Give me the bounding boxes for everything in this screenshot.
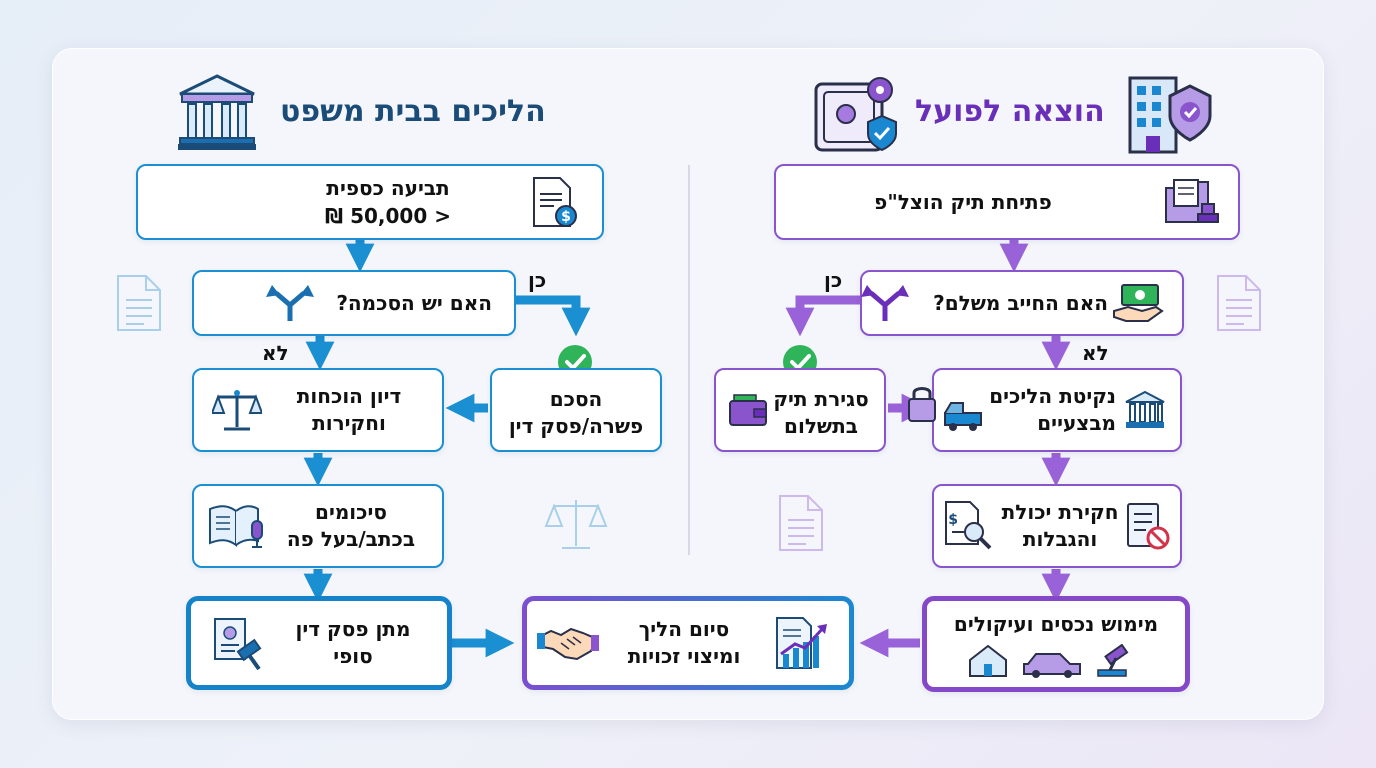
- wallet-icon: [728, 393, 768, 427]
- node-close-file-text: סגירת תיק בתשלום: [768, 380, 874, 440]
- node-summations[interactable]: סיכומים בכתב/בעל פה: [192, 484, 444, 568]
- lock-tow-truck-icon: [905, 387, 985, 433]
- no-label: לא: [1082, 341, 1109, 365]
- node-money-claim-line2: < 50,000 ₪: [325, 204, 451, 228]
- safe-icon: [814, 77, 897, 152]
- no-label: לא: [262, 341, 289, 365]
- node-close-file-line1: סגירת תיק: [773, 387, 869, 411]
- node-end-process-text: סיום הליך ומיצוי זכויות: [603, 616, 765, 670]
- node-paid-question[interactable]: האם החייב משלם?: [860, 270, 1184, 336]
- node-means-inquiry-text: חקירת יכולת והגבלות: [998, 499, 1122, 553]
- node-agreement-question[interactable]: האם יש הסכמה?: [192, 270, 516, 336]
- node-open-file-text: פתיחת תיק הוצל"פ: [874, 189, 1052, 214]
- house-car-gavel-icon: [966, 643, 1146, 678]
- node-final-verdict[interactable]: מתן פסק דין סופי: [186, 596, 452, 690]
- node-end-process[interactable]: סיום הליך ומיצוי זכויות: [522, 596, 854, 690]
- yes-label: כן: [824, 268, 843, 292]
- node-close-file[interactable]: סגירת תיק בתשלום: [714, 368, 886, 452]
- document-icon: [779, 495, 823, 551]
- node-settlement-line2: פשרה/פסק דין: [508, 414, 644, 438]
- node-final-verdict-line1: מתן פסק דין: [295, 617, 411, 641]
- node-agreement-question-text: האם יש הסכמה?: [336, 290, 492, 315]
- node-summations-line2: בכתב/בעל פה: [286, 527, 416, 551]
- node-evidence-hearing-line2: וחקירות: [312, 411, 386, 435]
- node-enforcement-actions-line1: נקיטת הליכים: [989, 384, 1116, 408]
- document-icon: [1217, 275, 1261, 331]
- node-end-process-line1: סיום הליך: [638, 617, 730, 641]
- node-end-process-line2: ומיצוי זכויות: [627, 644, 741, 668]
- node-money-claim-text: תביעה כספית < 50,000 ₪: [248, 174, 528, 230]
- split-arrows-icon: [262, 283, 318, 323]
- node-paid-question-text: האם החייב משלם?: [933, 290, 1108, 315]
- node-enforcement-actions-text: נקיטת הליכים מבצעיים: [989, 383, 1116, 437]
- node-open-file[interactable]: פתיחת תיק הוצל"פ: [774, 164, 1240, 240]
- node-money-claim[interactable]: $ תביעה כספית < 50,000 ₪: [136, 164, 604, 240]
- node-means-inquiry-line1: חקירת יכולת: [1001, 500, 1119, 524]
- checklist-ban-icon: [1126, 502, 1170, 550]
- folder-stamp-icon: [1164, 176, 1220, 228]
- node-enforcement-actions-line2: מבצעיים: [1037, 411, 1116, 435]
- node-evidence-hearing-line1: דיון הוכחות: [296, 384, 402, 408]
- courthouse-icon: [178, 74, 256, 150]
- node-means-inquiry[interactable]: חקירת יכולת והגבלות $: [932, 484, 1182, 568]
- node-asset-realization[interactable]: מימוש נכסים ועיקולים: [922, 596, 1190, 692]
- growth-chart-icon: [773, 614, 829, 672]
- node-final-verdict-text: מתן פסק דין סופי: [273, 616, 433, 670]
- yes-label: כן: [528, 268, 547, 292]
- svg-text:$: $: [561, 209, 571, 225]
- node-evidence-hearing[interactable]: דיון הוכחות וחקירות: [192, 368, 444, 452]
- node-summations-line1: סיכומים: [315, 500, 387, 524]
- node-means-inquiry-line2: והגבלות: [1022, 527, 1098, 551]
- document-icon: [117, 275, 161, 331]
- handshake-icon: [537, 623, 599, 663]
- node-final-verdict-line2: סופי: [333, 644, 373, 668]
- node-settlement-line1: הסכם: [549, 387, 603, 411]
- document-magnifier-icon: $: [944, 500, 994, 552]
- node-asset-realization-text: מימוש נכסים ועיקולים: [953, 611, 1159, 636]
- scales-icon: [212, 387, 262, 433]
- left-panel-title: הליכים בבית משפט: [280, 94, 546, 129]
- right-panel-title: הוצאה לפועל: [915, 94, 1105, 129]
- node-settlement[interactable]: הסכם פשרה/פסק דין: [490, 368, 662, 452]
- invoice-icon: $: [528, 176, 580, 228]
- node-summations-text: סיכומים בכתב/בעל פה: [274, 499, 428, 553]
- scales-icon: [544, 500, 608, 549]
- cash-hand-icon: [1112, 281, 1164, 325]
- node-enforcement-actions[interactable]: נקיטת הליכים מבצעיים: [908, 368, 1182, 452]
- book-microphone-icon: [208, 501, 266, 551]
- node-evidence-hearing-text: דיון הוכחות וחקירות: [270, 383, 428, 437]
- node-close-file-line2: בתשלום: [784, 414, 858, 438]
- node-money-claim-line1: תביעה כספית: [326, 176, 450, 200]
- node-settlement-text: הסכם פשרה/פסק דין: [492, 380, 660, 440]
- courthouse-icon: [1124, 390, 1166, 430]
- svg-text:$: $: [948, 512, 958, 528]
- gavel-document-icon: [209, 615, 267, 671]
- split-arrows-icon: [857, 283, 913, 323]
- building-shield-icon: [1128, 76, 1212, 154]
